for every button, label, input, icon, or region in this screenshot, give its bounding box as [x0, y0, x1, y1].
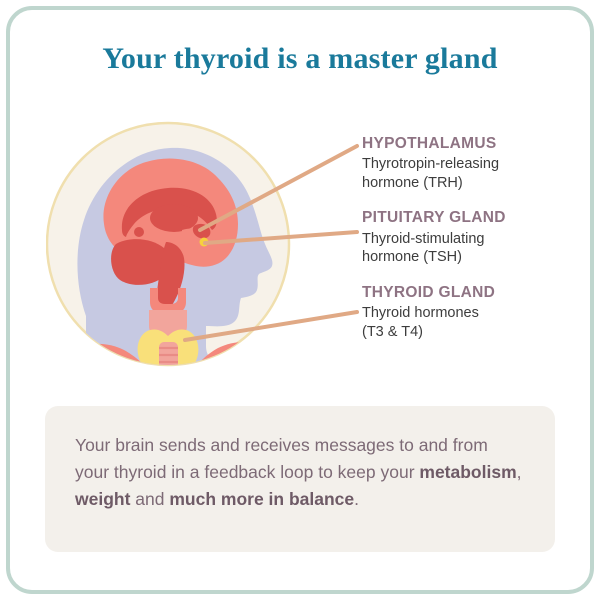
thyroid-lower-lobes	[141, 372, 158, 376]
anatomy-illustration	[46, 120, 298, 376]
label-group-hypothalamus: HYPOTHALAMUS Thyrotropin-releasing hormo…	[362, 134, 582, 192]
trachea-rings	[159, 346, 178, 364]
caption-part-2: ,	[516, 462, 522, 483]
label-heading-pituitary-gland: PITUITARY GLAND	[362, 209, 506, 227]
thalamus	[150, 204, 198, 232]
label-sub-line-2: hormone (TSH)	[362, 249, 462, 266]
label-column: HYPOTHALAMUS Thyrotropin-releasing hormo…	[362, 134, 582, 341]
label-sub-line-1: Thyroid-stimulating	[362, 230, 485, 247]
caption-part-3: and	[130, 489, 170, 510]
brainstem	[157, 242, 185, 314]
cerebellum	[111, 239, 170, 285]
label-sub-pituitary-gland: Thyroid-stimulating hormone (TSH)	[362, 230, 582, 267]
caption-part-4: .	[354, 489, 360, 510]
label-sub-line-2: (T3 & T4)	[362, 323, 423, 340]
caption-bold-much-more-in-balance: much more in balance	[169, 489, 355, 510]
label-sub-line-2: hormone (TRH)	[362, 174, 463, 191]
label-sub-line-1: Thyrotropin-releasing	[362, 156, 500, 173]
brain-nucleus-dot	[134, 227, 144, 237]
corpus-callosum	[121, 187, 217, 237]
trachea	[159, 342, 178, 365]
pituitary-gland-marker	[199, 237, 209, 247]
caption-part-1: Your brain sends and receives messages t…	[75, 435, 488, 483]
caption-bold-weight: weight	[75, 489, 131, 510]
label-group-pituitary-gland: PITUITARY GLAND Thyroid-stimulating horm…	[362, 208, 582, 266]
label-heading-thyroid-gland: THYROID GLAND	[362, 283, 496, 301]
label-group-thyroid-gland: THYROID GLAND Thyroid hormones (T3 & T4)	[362, 283, 582, 341]
caption-box: Your brain sends and receives messages t…	[45, 406, 555, 552]
caption-text: Your brain sends and receives messages t…	[75, 432, 525, 513]
larynx-cartilage	[150, 288, 186, 314]
label-sub-line-1: Thyroid hormones	[362, 305, 479, 322]
page-title: Your thyroid is a master gland	[102, 42, 498, 75]
label-heading-hypothalamus: HYPOTHALAMUS	[362, 135, 497, 152]
label-sub-hypothalamus: Thyrotropin-releasing hormone (TRH)	[362, 155, 582, 192]
thyroid-lower-lobes-right	[178, 372, 195, 376]
caption-bold-metabolism: metabolism	[419, 462, 517, 483]
label-sub-thyroid-gland: Thyroid hormones (T3 & T4)	[362, 304, 582, 341]
